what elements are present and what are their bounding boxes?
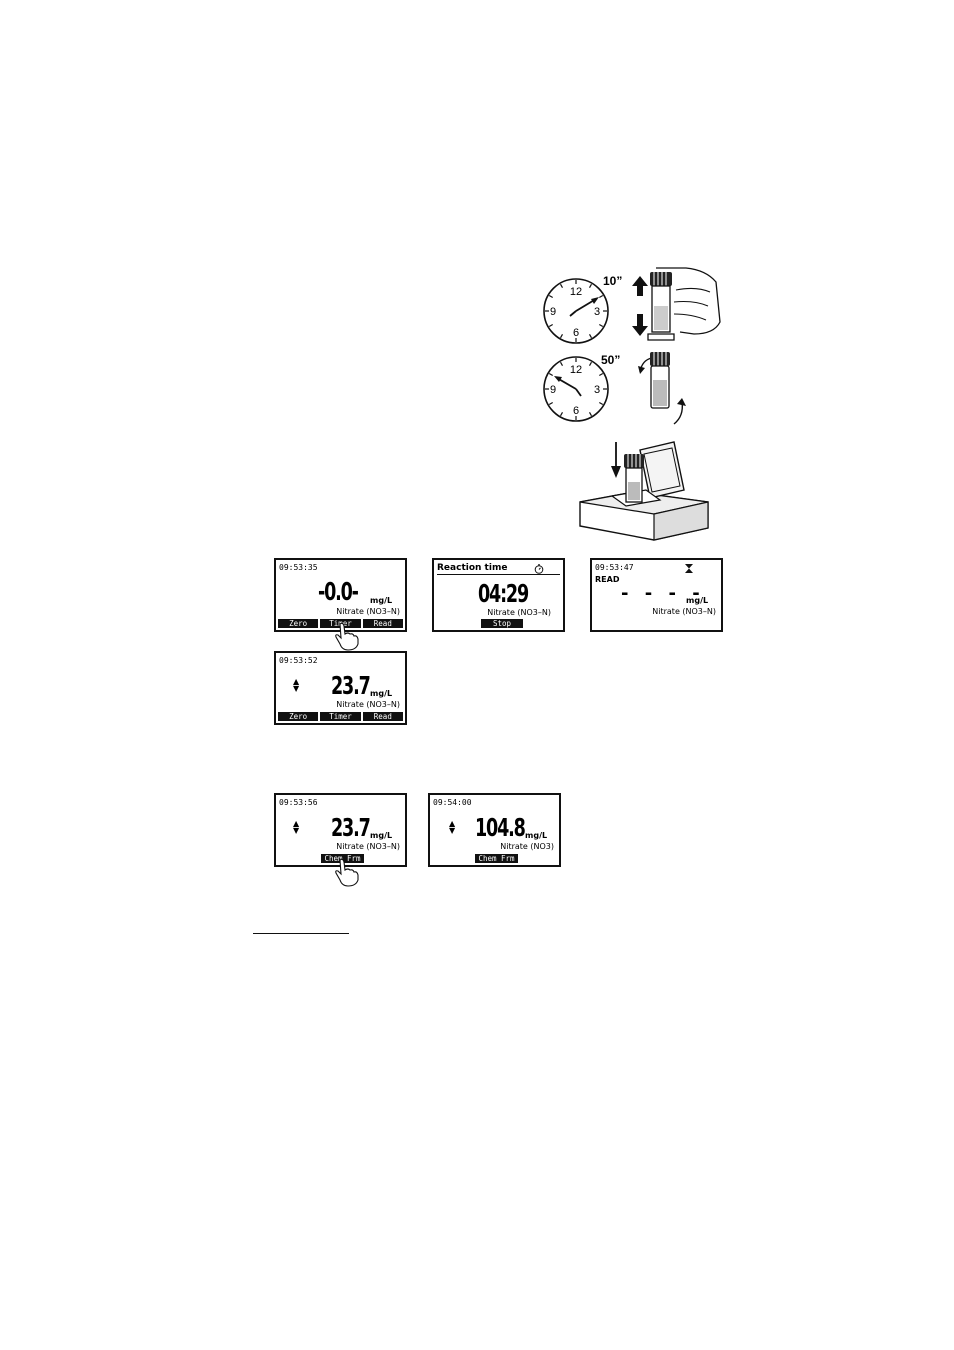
screen-time: 09:53:47 bbox=[595, 563, 634, 572]
unit-label: mg/L bbox=[370, 596, 393, 605]
clock-10-seconds-label: 10” bbox=[603, 274, 623, 288]
svg-text:9: 9 bbox=[550, 306, 556, 318]
hand-shaking-vial-icon bbox=[647, 267, 721, 341]
up-down-arrows-icon: ▲▼ bbox=[293, 677, 300, 693]
timer-softkey[interactable]: Timer bbox=[320, 712, 361, 721]
up-down-arrows-icon: ▲▼ bbox=[449, 819, 456, 835]
footnote-divider bbox=[253, 933, 349, 934]
lcd-screen-reaction-time: Reaction time 04:29 Nitrate (NO3–N) Stop bbox=[432, 558, 565, 632]
lcd-screen-chem-form-2: 09:54:00 ▲▼ 104.8 mg/L Nitrate (NO3) Che… bbox=[428, 793, 561, 867]
lcd-screen-chem-form-1: 09:53:56 ▲▼ 23.7 mg/L Nitrate (NO3–N) Ch… bbox=[274, 793, 407, 867]
svg-text:6: 6 bbox=[573, 405, 579, 417]
lcd-screen-result: 09:53:52 ▲▼ 23.7 mg/L Nitrate (NO3–N) Ze… bbox=[274, 651, 407, 725]
svg-text:3: 3 bbox=[594, 384, 600, 396]
unit-label: mg/L bbox=[370, 831, 393, 840]
reading-value: 23.7 bbox=[331, 813, 371, 842]
read-softkey[interactable]: Read bbox=[362, 619, 403, 628]
lcd-screen-zero: 09:53:35 -0.0- mg/L Nitrate (NO3–N) Zero… bbox=[274, 558, 407, 632]
up-down-arrows-icon: ▲▼ bbox=[293, 819, 300, 835]
photometer-vial-insert-icon bbox=[579, 441, 709, 541]
shake-up-down-arrows-icon bbox=[632, 276, 648, 336]
svg-text:12: 12 bbox=[570, 286, 582, 298]
parameter-label: Nitrate (NO3–N) bbox=[652, 607, 716, 616]
lcd-screen-reading: 09:53:47 READ - - - - mg/L Nitrate (NO3–… bbox=[590, 558, 723, 632]
zero-softkey[interactable]: Zero bbox=[278, 712, 319, 721]
reading-value: 23.7 bbox=[331, 671, 371, 700]
unit-label: mg/L bbox=[686, 596, 709, 605]
svg-text:3: 3 bbox=[594, 306, 600, 318]
zero-softkey[interactable]: Zero bbox=[278, 619, 319, 628]
parameter-label: Nitrate (NO3–N) bbox=[336, 607, 400, 616]
parameter-label: Nitrate (NO3–N) bbox=[336, 842, 400, 851]
unit-label: mg/L bbox=[370, 689, 393, 698]
clock-10-seconds-icon: 12 3 6 9 bbox=[543, 278, 609, 344]
stop-softkey[interactable]: Stop bbox=[481, 619, 523, 628]
chem-form-softkey[interactable]: Chem Frm bbox=[321, 854, 364, 863]
read-softkey[interactable]: Read bbox=[362, 712, 403, 721]
svg-text:6: 6 bbox=[573, 327, 579, 339]
clock-50-seconds-label: 50” bbox=[601, 353, 621, 367]
unit-label: mg/L bbox=[525, 831, 548, 840]
countdown-value: 04:29 bbox=[478, 579, 529, 608]
pointing-hand-icon bbox=[335, 858, 359, 887]
svg-text:12: 12 bbox=[570, 364, 582, 376]
screen-time: 09:54:00 bbox=[433, 798, 472, 807]
chem-form-softkey[interactable]: Chem Frm bbox=[475, 854, 518, 863]
softkey-bar: Zero Timer Read bbox=[278, 712, 403, 721]
screen-time: 09:53:35 bbox=[279, 563, 318, 572]
svg-text:9: 9 bbox=[550, 384, 556, 396]
invert-vial-icon bbox=[638, 352, 686, 425]
header-divider bbox=[437, 574, 560, 575]
hourglass-icon bbox=[685, 564, 693, 573]
screen-time: 09:53:52 bbox=[279, 656, 318, 665]
reaction-time-header: Reaction time bbox=[437, 563, 508, 573]
screen-time: 09:53:56 bbox=[279, 798, 318, 807]
clock-50-seconds-icon: 12 3 6 9 bbox=[543, 356, 609, 422]
read-status: READ bbox=[595, 575, 620, 584]
parameter-label: Nitrate (NO3–N) bbox=[336, 700, 400, 709]
reading-value: -0.0- bbox=[318, 577, 359, 606]
reading-value: 104.8 bbox=[475, 813, 526, 842]
parameter-label: Nitrate (NO3–N) bbox=[487, 608, 551, 617]
pointing-hand-icon bbox=[335, 622, 359, 651]
reading-placeholder: - - - - bbox=[621, 583, 705, 604]
stopwatch-icon bbox=[534, 564, 544, 574]
parameter-label: Nitrate (NO3) bbox=[500, 842, 554, 851]
